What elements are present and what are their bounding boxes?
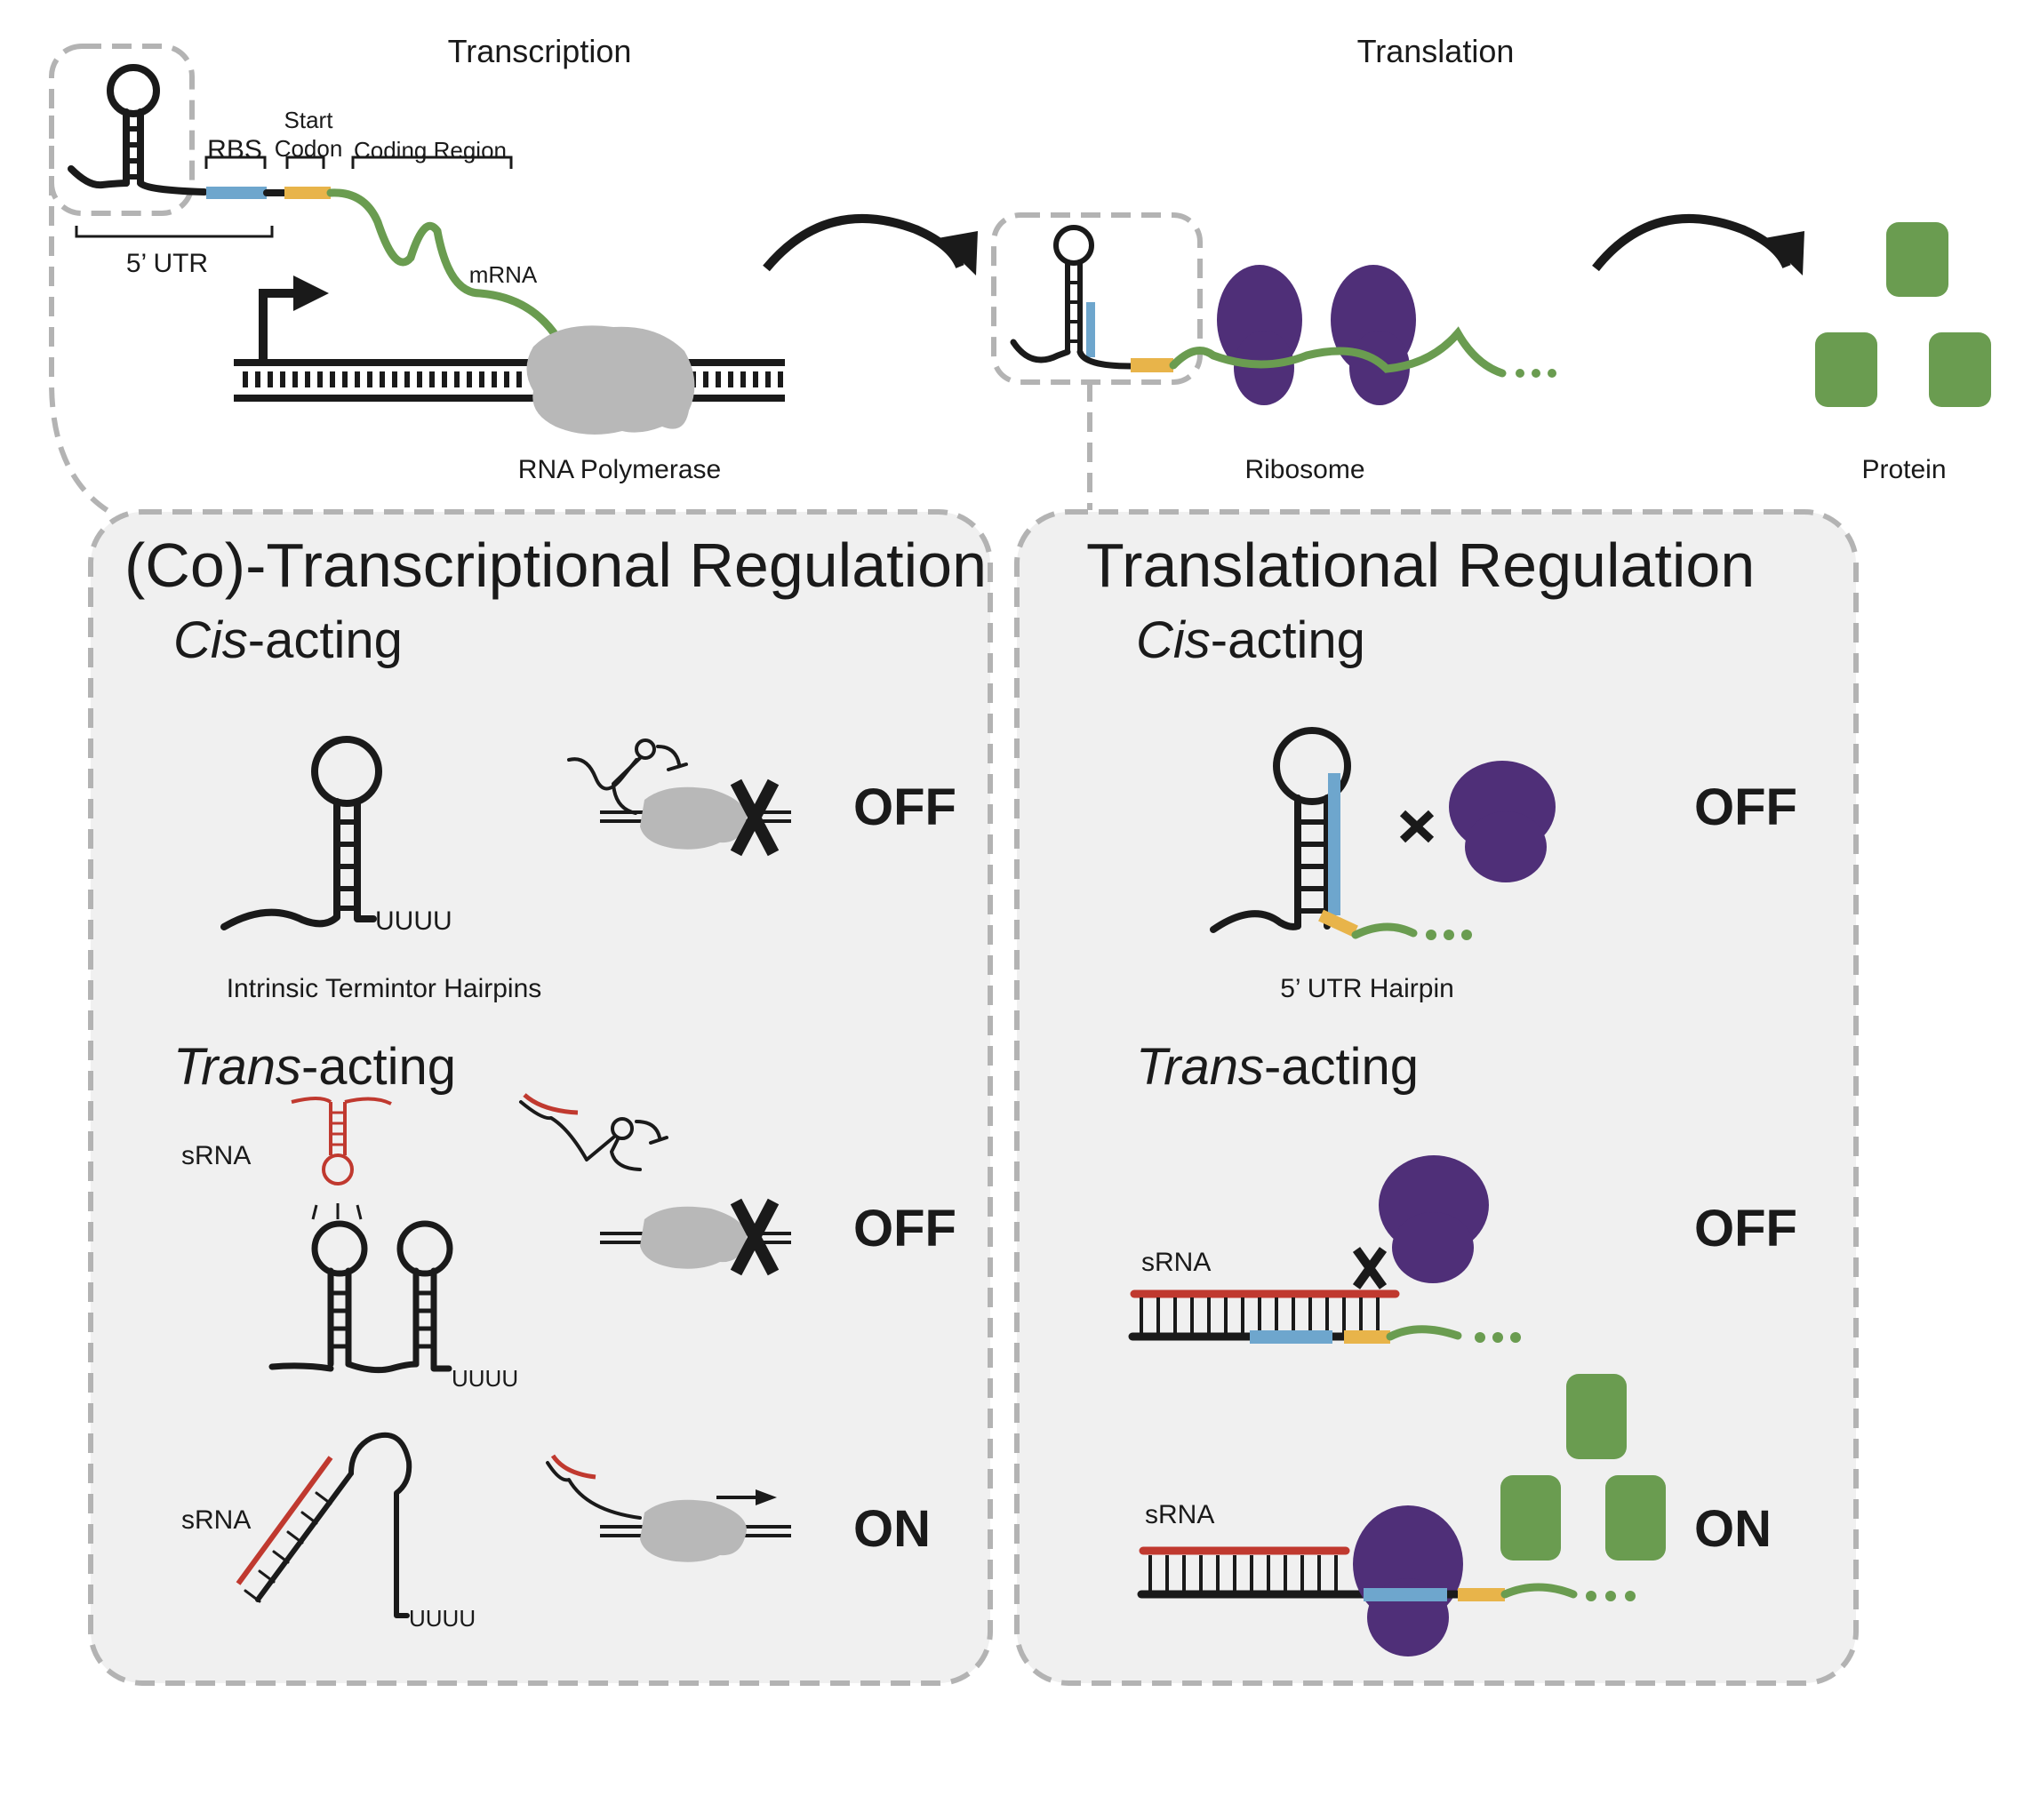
left-state-2: OFF	[853, 1200, 956, 1257]
ribosome-pair	[1217, 265, 1416, 405]
left-panel-title: (Co)-Transcriptional Regulation	[124, 531, 987, 600]
label-brackets	[75, 156, 513, 238]
hairpin-highlight-box	[49, 44, 195, 216]
protein-group	[1815, 222, 1991, 407]
srna-blocked-rbs	[1128, 1155, 1521, 1344]
terminator-caption: Intrinsic Termintor Hairpins	[227, 974, 542, 1003]
srna-label-2: sRNA	[181, 1505, 251, 1535]
right-panel-title: Translational Regulation	[1086, 531, 1755, 600]
left-state-1: OFF	[853, 778, 956, 836]
srna-pairing-ladder	[236, 1432, 412, 1618]
left-state-3: ON	[853, 1500, 931, 1558]
curved-arrow-2	[1592, 214, 1791, 272]
translation-mrna	[1169, 326, 1507, 378]
translation-hairpin	[1010, 225, 1134, 370]
rbs-segment	[206, 187, 267, 199]
rbs-label: RBS	[207, 135, 262, 164]
attenuation-off-1	[567, 738, 791, 857]
right-state-1: OFF	[1694, 778, 1797, 836]
utr-label: 5’ UTR	[126, 249, 208, 278]
start-codon-segment-2	[1131, 358, 1173, 372]
start-label: Start	[284, 107, 334, 133]
ellipsis-dots	[1516, 369, 1556, 378]
uuuu-label-2: UUUU	[452, 1365, 518, 1392]
connector-left	[49, 116, 117, 518]
hairpin-caption: 5’ UTR Hairpin	[1280, 974, 1454, 1003]
arrowhead-1	[938, 231, 978, 275]
srna-label-3: sRNA	[1141, 1248, 1211, 1277]
produced-proteins	[1500, 1374, 1666, 1561]
codon-label: Codon	[275, 135, 343, 162]
arrowhead-2	[1764, 231, 1804, 275]
transcription-title: Transcription	[448, 33, 632, 69]
right-state-2: OFF	[1694, 1200, 1797, 1257]
protein-label: Protein	[1861, 455, 1946, 484]
srna-label-4: sRNA	[1145, 1500, 1214, 1529]
srna-hairpin-red	[291, 1097, 392, 1220]
translation-hairpin-box	[991, 212, 1203, 385]
curved-arrow-1	[763, 214, 964, 272]
rna-polymerase-label: RNA Polymerase	[518, 455, 721, 484]
mrna-label: mRNA	[469, 261, 538, 288]
terminator-hairpin	[220, 736, 382, 930]
anti-terminator-hairpins	[268, 1220, 453, 1374]
coding-region-label: Coding Region	[354, 137, 507, 164]
srna-translation-on	[1137, 1505, 1636, 1656]
transcription-on	[546, 1454, 791, 1562]
promoter-arrowhead	[293, 275, 329, 311]
translation-title: Translation	[1357, 33, 1515, 69]
left-cis-heading: Cis-acting	[173, 611, 403, 669]
rna-polymerase	[526, 325, 695, 435]
uuuu-label-1: UUUU	[375, 906, 452, 936]
utr-hairpin	[68, 64, 208, 196]
promoter-arrow-icon	[259, 289, 298, 361]
srna-label-1: sRNA	[181, 1141, 251, 1170]
uuuu-label-3: UUUU	[409, 1605, 476, 1632]
utr-hairpin-off	[1210, 727, 1556, 940]
attenuation-off-2	[519, 1093, 791, 1276]
ribosome-label: Ribosome	[1244, 455, 1364, 484]
start-codon-segment	[284, 187, 331, 199]
translational-panel	[1014, 509, 1859, 1686]
right-state-3: ON	[1694, 1500, 1772, 1558]
right-trans-heading: Trans-acting	[1136, 1038, 1419, 1096]
dna-double-strand	[234, 359, 785, 402]
mrna-strand	[326, 188, 564, 347]
left-trans-heading: Trans-acting	[173, 1038, 456, 1096]
right-cis-heading: Cis-acting	[1136, 611, 1365, 669]
